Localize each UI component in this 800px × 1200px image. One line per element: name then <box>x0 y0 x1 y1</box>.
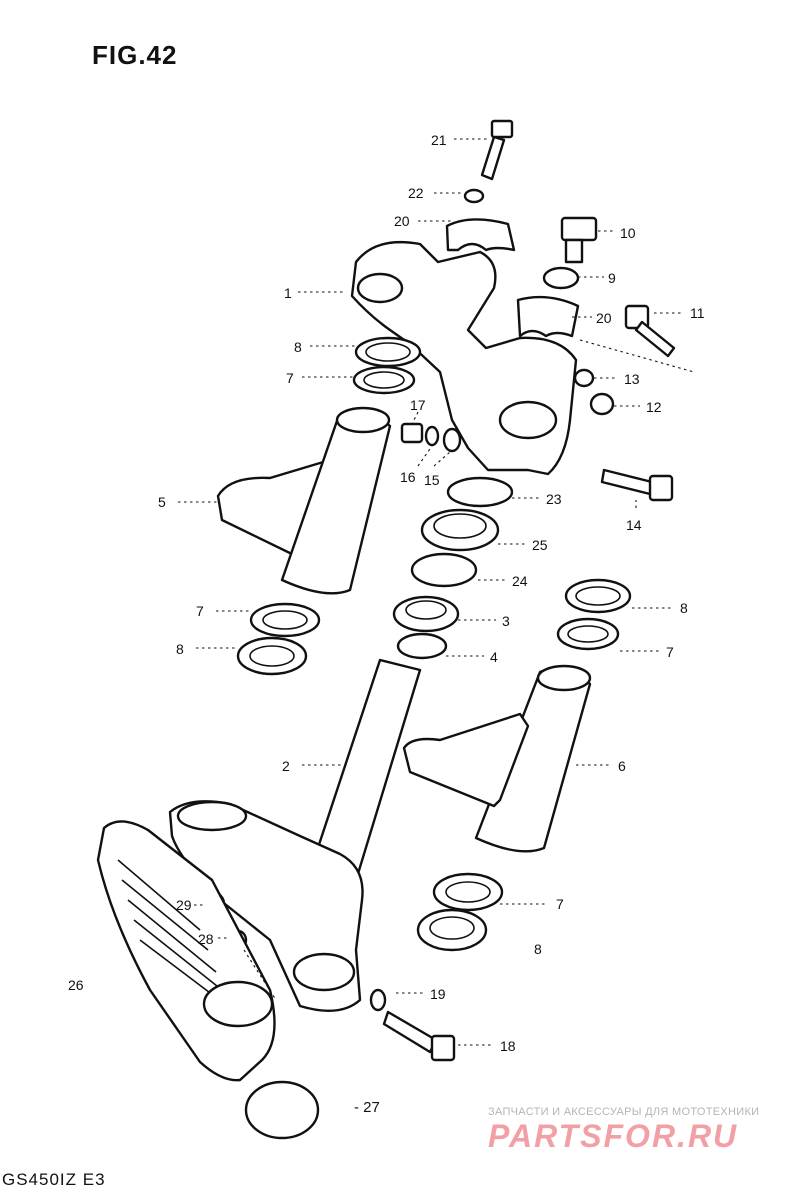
part-seal-4 <box>396 632 448 660</box>
part-handlebar-clamp-20-lower <box>516 295 580 338</box>
part-bolt-10 <box>560 216 598 264</box>
part-washer-9 <box>542 266 580 290</box>
callout-16: 16 <box>400 469 416 485</box>
callout-26: 26 <box>68 977 84 993</box>
part-nut-22 <box>463 188 485 204</box>
callout-13: 13 <box>624 371 640 387</box>
part-washer-19 <box>369 988 387 1012</box>
callout-3: 3 <box>502 613 510 629</box>
callout-8-upper: 8 <box>294 339 302 355</box>
callout-14: 14 <box>626 517 642 533</box>
part-nut-13 <box>573 368 595 388</box>
part-nut-12 <box>589 392 615 416</box>
part-washer-16 <box>424 425 440 447</box>
callout-8-left: 8 <box>176 641 184 657</box>
callout-24: 24 <box>512 573 528 589</box>
callout-20-upper: 20 <box>394 213 410 229</box>
callout-9: 9 <box>608 270 616 286</box>
watermark-brand: PARTSFOR.RU <box>488 1118 739 1154</box>
callout-22: 22 <box>408 185 424 201</box>
callout-8-right: 8 <box>680 600 688 616</box>
part-seal-23 <box>446 476 514 508</box>
callout-2: 2 <box>282 758 290 774</box>
callout-leader-lines <box>178 138 695 1046</box>
callout-21: 21 <box>431 132 447 148</box>
part-washer-15 <box>442 427 462 453</box>
callout-7-right: 7 <box>666 644 674 660</box>
part-nut-17 <box>400 422 424 444</box>
part-bolt-21 <box>480 119 514 181</box>
callout-28: 28 <box>198 931 214 947</box>
callout-7-left: 7 <box>196 603 204 619</box>
part-steering-stem-2 <box>168 658 422 1012</box>
part-bolt-18 <box>382 1010 456 1062</box>
callout-11: 11 <box>690 305 705 321</box>
callout-12: 12 <box>646 399 662 415</box>
callout-15: 15 <box>424 472 440 488</box>
callout-7-upper: 7 <box>286 370 294 386</box>
part-bolt-11 <box>624 304 676 358</box>
callout-19: 19 <box>430 986 446 1002</box>
callout-7-lower: 7 <box>556 896 564 912</box>
callout-29: 29 <box>176 897 192 913</box>
part-cap <box>244 1080 320 1140</box>
part-bolt-14 <box>600 468 674 502</box>
part-cover-26 <box>96 820 276 1082</box>
callout-17: 17 <box>410 397 426 413</box>
part-bearing-race-24 <box>410 552 478 588</box>
callout-10: 10 <box>620 225 636 241</box>
part-fork-bracket-5 <box>216 406 392 595</box>
callout-6: 6 <box>618 758 626 774</box>
page-number: - 27 <box>354 1099 380 1116</box>
part-illustrations <box>96 119 676 1140</box>
callout-18: 18 <box>500 1038 516 1054</box>
callout-25: 25 <box>532 537 548 553</box>
callout-4: 4 <box>490 649 498 665</box>
watermark-caption: ЗАПЧАСТИ И АКСЕССУАРЫ ДЛЯ МОТОТЕХНИКИ <box>488 1106 760 1118</box>
figure-title: FIG.42 <box>92 40 178 70</box>
part-fork-bracket-6 <box>402 664 592 853</box>
callout-20-lower: 20 <box>596 310 612 326</box>
callout-5: 5 <box>158 494 166 510</box>
callout-8-lower: 8 <box>534 941 542 957</box>
model-code: GS450IZ E3 <box>2 1170 106 1189</box>
part-handlebar-clamp-20-upper <box>445 218 516 252</box>
callout-1: 1 <box>284 285 292 301</box>
callout-labels: 21 22 20 10 9 1 20 11 8 7 13 12 17 16 15… <box>68 132 705 1054</box>
callout-23: 23 <box>546 491 562 507</box>
